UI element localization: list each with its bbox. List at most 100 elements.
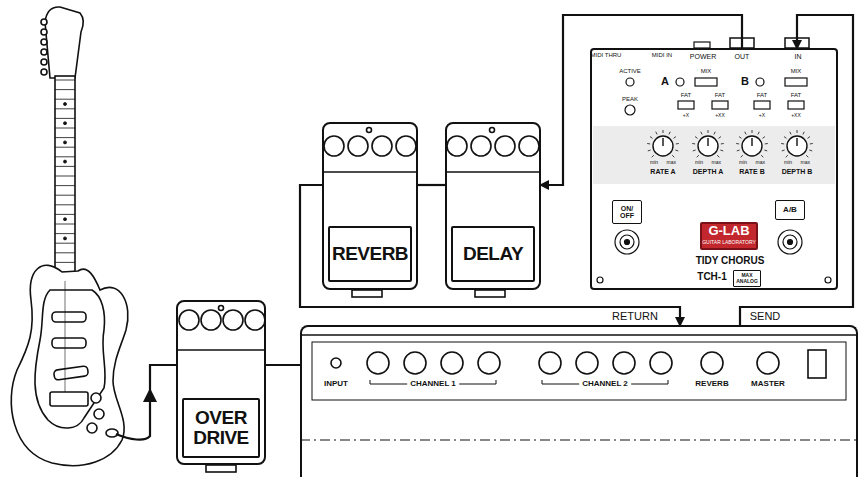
knob (179, 310, 199, 330)
knob-scale (786, 155, 788, 157)
control-label: CHANNEL 1 (407, 380, 459, 388)
pedal-name: REVERB (328, 226, 412, 282)
knob-scale (714, 132, 715, 135)
bridge (50, 392, 88, 406)
fret (55, 128, 75, 129)
knob-scale (752, 130, 753, 133)
amp-details (300, 335, 858, 440)
control-label: MIDI THRU (591, 52, 622, 58)
switch-label: A/B (776, 201, 804, 219)
fret (55, 252, 75, 253)
knob-scale (675, 150, 678, 152)
inlay (64, 160, 67, 163)
control-label: IN (795, 53, 802, 60)
knob (348, 136, 368, 156)
knob-scale (809, 150, 812, 152)
knob (245, 310, 265, 330)
switch-label-box: ON/ OFF (612, 200, 642, 224)
inlay (64, 237, 67, 240)
signal-cable (266, 364, 300, 366)
guitar (11, 7, 128, 466)
fret (55, 176, 75, 177)
knob-scale (647, 143, 650, 144)
fret (55, 214, 75, 215)
pickup (52, 338, 86, 348)
knob-scale (737, 150, 740, 152)
control-label: TIDY CHORUS (696, 256, 765, 266)
amplifier: RETURNSENDINPUTCHANNEL 1CHANNEL 2REVERBM… (300, 325, 858, 477)
knob-scale (648, 150, 651, 152)
logo-box: G-LABGUITAR LABORATORY (700, 222, 758, 250)
inlay (64, 122, 67, 125)
tuner (41, 49, 47, 55)
pedal-name: DELAY (451, 226, 535, 282)
control-label: RATE A (650, 168, 675, 175)
reverb-pedal: REVERB (322, 122, 418, 290)
knob (653, 136, 673, 156)
pickguard (35, 290, 105, 428)
control-label: MIX (701, 68, 712, 74)
knob-scale (797, 130, 798, 133)
control-label: DEPTH B (782, 168, 813, 175)
inlay (64, 141, 67, 144)
guitar-body (11, 265, 128, 465)
fret (55, 185, 75, 186)
knob-scale (736, 143, 739, 144)
control-label: PEAK (622, 96, 638, 102)
brand-tagline: GUITAR LABORATORY (702, 240, 756, 245)
fret (55, 195, 75, 196)
control-label: MIX (791, 68, 802, 74)
control-label: +XX (715, 113, 725, 118)
strings (65, 281, 66, 392)
control-label: POWER (690, 53, 716, 60)
knob-scale (808, 137, 810, 139)
knob-scale (669, 132, 670, 135)
tuner (41, 19, 47, 25)
frets (55, 80, 75, 272)
control-label: CHANNEL 2 (579, 380, 631, 388)
fret (55, 108, 75, 109)
control-label: RATE B (739, 168, 765, 175)
knob (519, 136, 539, 156)
fret (55, 137, 75, 138)
control-label: REVERB (695, 380, 728, 388)
fret (55, 156, 75, 157)
chorus-details (593, 38, 835, 283)
control-label: B (741, 76, 749, 87)
headstock (45, 7, 83, 78)
badge-text: MAX ANALOG (734, 271, 760, 286)
control-label: min max (739, 160, 765, 165)
chorus-pedal: MIDI THRUMIDI INPOWEROUTINACTIVEPEAKAMIX… (590, 48, 838, 290)
knob-scale (790, 132, 791, 135)
control-label: INPUT (324, 380, 348, 388)
knob-scale (806, 155, 808, 157)
control-label: TCH-1 (697, 272, 726, 282)
knob (372, 136, 392, 156)
signal-cable (418, 184, 445, 186)
fret (55, 80, 75, 81)
jack-label: SEND (750, 311, 781, 322)
pickup (52, 312, 86, 322)
knob-scale (674, 137, 676, 139)
overdrive-pedal: OVER DRIVE (176, 300, 266, 465)
fret (55, 147, 75, 148)
tuner (41, 39, 47, 45)
switch-label-box: A/B (775, 200, 805, 220)
control-label: A (661, 76, 669, 87)
knob (447, 136, 467, 156)
fret (55, 224, 75, 225)
knob-scale (741, 155, 743, 157)
knob-scale (765, 143, 768, 144)
knob (742, 136, 762, 156)
control-label: DEPTH A (693, 168, 723, 175)
tuner (41, 29, 47, 35)
signal-cable (300, 185, 680, 325)
fret (55, 243, 75, 244)
tuners (41, 19, 47, 75)
knob-scale (719, 137, 721, 139)
knob (94, 409, 104, 419)
knob-scale (763, 137, 765, 139)
knob (91, 393, 101, 403)
knob (471, 136, 491, 156)
knob (698, 136, 718, 156)
